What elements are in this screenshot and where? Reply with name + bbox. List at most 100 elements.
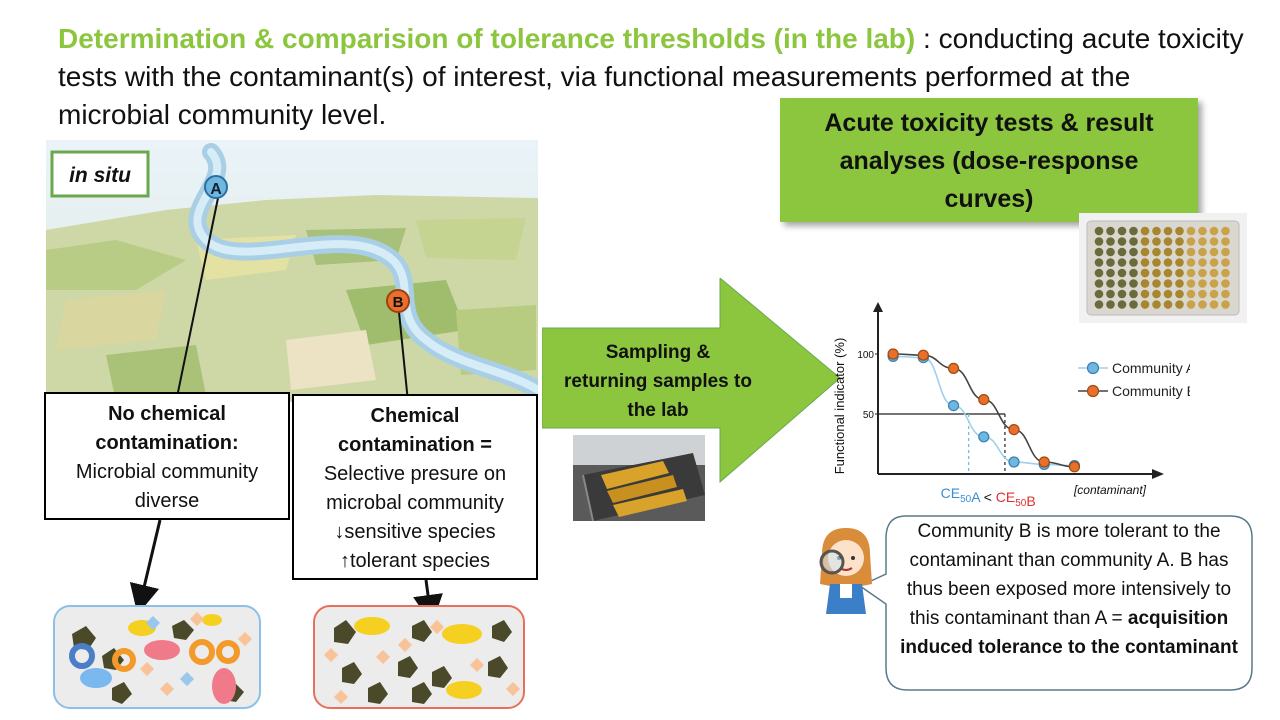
microplate-well	[1163, 300, 1173, 309]
microplate-well	[1198, 247, 1207, 257]
data-point-b	[1068, 461, 1081, 473]
box-b-line-4: ↑tolerant species	[339, 550, 491, 572]
microplate-well	[1094, 300, 1104, 309]
microplate-well	[1094, 279, 1104, 288]
microplate-well	[1221, 237, 1230, 246]
sampling-tray-photo	[573, 435, 705, 521]
microplate-well	[1163, 247, 1173, 257]
microplate-well	[1117, 247, 1127, 257]
microplate-well	[1117, 289, 1127, 299]
microplate-well	[1106, 247, 1115, 257]
microplate-well	[1129, 300, 1138, 309]
data-point-b	[1008, 424, 1020, 436]
box-a-heading: No chemical contamination:	[95, 403, 239, 454]
explanation-text: Community B is more tolerant to the cont…	[896, 517, 1242, 662]
series-line-a	[893, 355, 1075, 467]
microplate-well	[1129, 268, 1138, 278]
community-a-container	[53, 605, 261, 709]
microplate-well	[1106, 300, 1115, 309]
microplate-well	[1140, 289, 1150, 299]
microplate-well	[1106, 268, 1115, 278]
microplate-well	[1209, 237, 1219, 246]
microplate-wells	[1094, 226, 1230, 309]
microplate-well	[1106, 258, 1115, 267]
x-axis-arrowhead	[1152, 469, 1164, 479]
character-magnifier-icon	[819, 528, 872, 614]
microplate-well	[1221, 268, 1230, 278]
box-b-heading-2: contamination	[338, 434, 475, 456]
microplate-well	[1129, 237, 1138, 246]
sampling-arrow-label: Sampling & returning samples to the lab	[548, 338, 768, 425]
legend-label: Community A	[1112, 360, 1190, 376]
microplate-well	[1198, 300, 1207, 309]
microplate-well	[1221, 300, 1230, 309]
microplate-well	[1186, 226, 1196, 236]
legend-marker	[1086, 361, 1100, 375]
microplate-well	[1106, 279, 1115, 288]
microplate-well	[1140, 268, 1150, 278]
microplate-well	[1129, 226, 1138, 236]
series-line-b	[893, 353, 1075, 468]
data-point-a	[1008, 456, 1020, 468]
microplate-well	[1129, 279, 1138, 288]
contamination-box: Chemical contamination = Selective presu…	[292, 394, 538, 580]
microplate-well	[1129, 289, 1138, 299]
microplate-well	[1140, 258, 1150, 267]
microplate-well	[1140, 226, 1150, 236]
microplate-well	[1152, 237, 1161, 246]
site-b-pointer	[398, 311, 409, 402]
data-point-a	[978, 431, 990, 443]
microplate-well	[1117, 268, 1127, 278]
site-b-label: B	[393, 294, 404, 311]
box-b-line-2: microbal community	[326, 492, 504, 514]
box-b-heading-1: Chemical	[370, 405, 460, 427]
arrow-label-1: Sampling &	[605, 342, 711, 363]
box-a-body: Microbial community diverse	[75, 461, 259, 512]
microplate-well	[1163, 289, 1173, 299]
microplate-well	[1186, 289, 1196, 299]
microplate-well	[1163, 237, 1173, 246]
microplate-well	[1094, 237, 1104, 246]
acute-toxicity-box: Acute toxicity tests & result analyses (…	[780, 98, 1198, 222]
microplate-well	[1140, 247, 1150, 257]
microplate-well	[1140, 279, 1150, 288]
site-a-marker	[204, 175, 228, 199]
data-point-a	[947, 399, 960, 412]
microplate-well	[1198, 289, 1207, 299]
microplate-well	[1152, 279, 1161, 288]
microplate-well	[1209, 289, 1219, 299]
result-line-3: curves)	[944, 185, 1034, 213]
y-tick-label: 100	[857, 350, 874, 361]
data-point-b	[887, 348, 899, 360]
microplate-well	[1198, 279, 1207, 288]
x-axis-label: [contaminant]	[1073, 483, 1147, 497]
microplate-well	[1221, 226, 1230, 236]
arrow-label-3: the lab	[627, 400, 689, 421]
microplate-well	[1209, 226, 1219, 236]
microplate-well	[1221, 289, 1230, 299]
microplate-well	[1209, 279, 1219, 288]
microplate-well	[1175, 258, 1184, 267]
data-point-b	[917, 349, 929, 361]
microplate-well	[1186, 300, 1196, 309]
no-contamination-box: No chemical contamination: Microbial com…	[44, 392, 290, 520]
microplate-well	[1129, 258, 1138, 267]
arrow-to-community-a	[129, 519, 162, 615]
data-point-b	[978, 393, 990, 406]
microplate-well	[1221, 279, 1230, 288]
dose-response-chart: Functional indicator (%)[contaminant]100…	[832, 302, 1190, 506]
bubble-text-bold: acquisition induced tolerance to the con…	[900, 608, 1238, 658]
microplate-well	[1163, 226, 1173, 236]
microplate-well	[1209, 300, 1219, 309]
microplate-well	[1117, 237, 1127, 246]
site-b-marker	[386, 289, 410, 313]
microplate-well	[1117, 300, 1127, 309]
landscape-illustration: in situ A B	[46, 140, 538, 402]
microplate-well	[1175, 268, 1184, 278]
microplate-well	[1209, 247, 1219, 257]
microplate-well	[1198, 258, 1207, 267]
microplate-well	[1152, 247, 1161, 257]
microplate-well	[1163, 268, 1173, 278]
bubble-text-body: Community B is more tolerant to the cont…	[906, 521, 1232, 629]
microplate-well	[1129, 247, 1138, 257]
